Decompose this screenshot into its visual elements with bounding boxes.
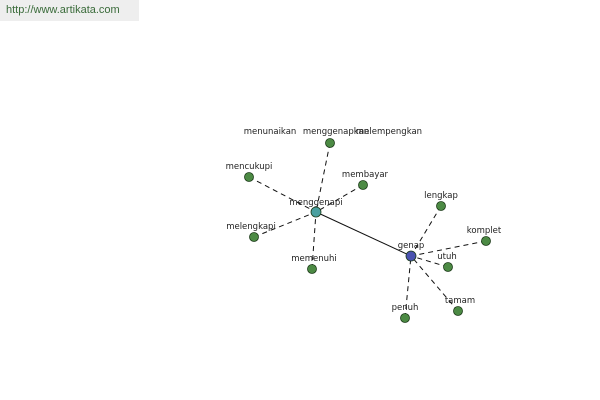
label-mencukupi[interactable]: mencukupi <box>226 162 273 172</box>
label-menunaikan[interactable]: menunaikan <box>244 127 297 137</box>
node-membayar[interactable] <box>358 180 368 190</box>
label-tamam[interactable]: tamam <box>445 296 475 306</box>
edge-melengkapi-menggenapi <box>253 211 317 238</box>
node-genap[interactable] <box>405 250 417 262</box>
site-url-banner[interactable]: http://www.artikata.com <box>0 0 139 21</box>
label-penuh[interactable]: penuh <box>392 303 419 313</box>
node-utuh[interactable] <box>443 262 453 272</box>
edge-menggenapi-genap <box>315 211 412 257</box>
edges-layer <box>248 142 487 319</box>
edge-lengkap-genap <box>410 205 442 257</box>
label-melengkapi[interactable]: melengkapi <box>226 222 276 232</box>
edge-mencukupi-menggenapi <box>248 176 317 213</box>
label-melempengkan[interactable]: melempengkan <box>356 127 422 137</box>
label-menggenapkan[interactable]: menggenapkan <box>303 127 369 137</box>
edge-memenuhi-menggenapi <box>311 211 317 270</box>
node-menunaikan[interactable] <box>325 138 335 148</box>
label-lengkap[interactable]: lengkap <box>424 191 458 201</box>
edge-utuh-genap <box>410 255 449 268</box>
edge-tamam-genap <box>410 255 459 312</box>
label-memenuhi[interactable]: memenuhi <box>291 254 337 264</box>
edge-membayar-menggenapi <box>315 184 364 213</box>
label-genap[interactable]: genap <box>398 241 425 251</box>
edge-menunaikan-menggenapi <box>315 142 331 213</box>
label-komplet[interactable]: komplet <box>467 226 502 236</box>
node-tamam[interactable] <box>453 306 463 316</box>
node-lengkap[interactable] <box>436 201 446 211</box>
node-menggenapi[interactable] <box>310 206 322 218</box>
node-penuh[interactable] <box>400 313 410 323</box>
label-utuh[interactable]: utuh <box>437 252 457 262</box>
nodes-layer <box>244 138 491 323</box>
label-menggenapi[interactable]: menggenapi <box>289 198 342 208</box>
edge-komplet-genap <box>410 240 487 257</box>
node-mencukupi[interactable] <box>244 172 254 182</box>
edge-penuh-genap <box>404 255 412 319</box>
node-komplet[interactable] <box>481 236 491 246</box>
node-memenuhi[interactable] <box>307 264 317 274</box>
label-membayar[interactable]: membayar <box>342 170 389 180</box>
node-melengkapi[interactable] <box>249 232 259 242</box>
